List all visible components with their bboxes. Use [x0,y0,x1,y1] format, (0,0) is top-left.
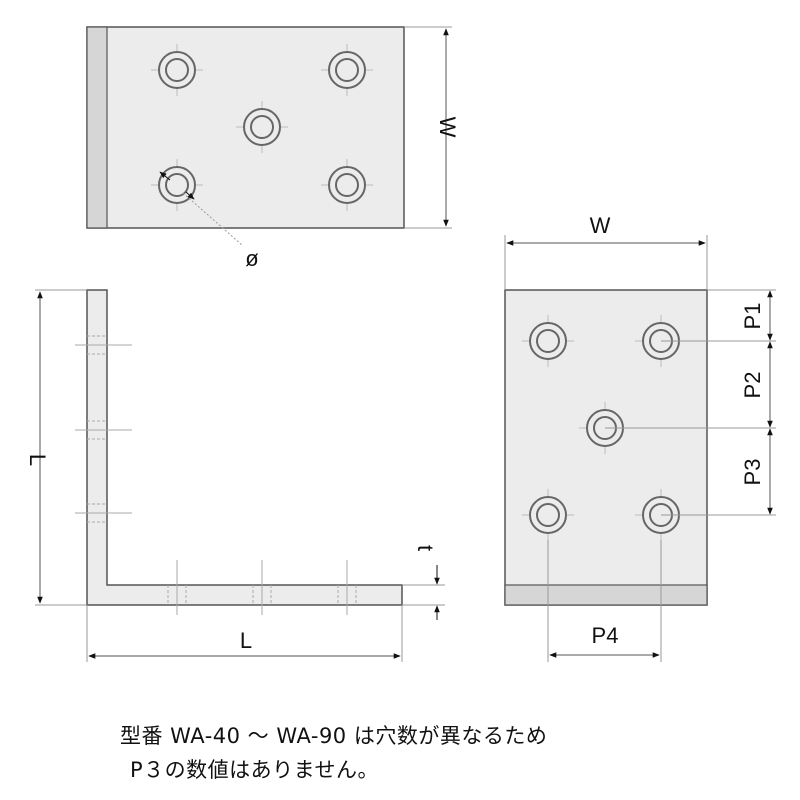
pitch3-label: P3 [740,459,765,486]
hole-inner-circle [165,173,189,197]
front-width-label: W [590,213,611,238]
pitch1-label: P1 [740,303,765,330]
hole-inner-circle [165,58,189,82]
note-line-1: 型番 WA-40 ～ WA-90 は穴数が異なるため [120,724,548,748]
pitch4-label: P4 [592,623,619,648]
top-width-label: W [435,117,460,138]
hole-inner-circle [250,115,274,139]
hole-inner-circle [335,58,359,82]
hole-inner-circle [536,329,560,353]
pitch2-label: P2 [740,372,765,399]
hole-diameter-label: ø [245,246,258,271]
side-length-label: L [240,628,252,653]
top-view: W ø [86,26,460,271]
thickness-label: t [413,545,438,551]
note-line-2: P３の数値はありません。 [130,758,380,782]
hole-inner-circle [536,503,560,527]
front-view: W P1 P2 P3 P4 [504,213,776,662]
side-height-label: L [25,454,50,466]
side-view: L L t [25,289,445,662]
hole-inner-circle [335,173,359,197]
